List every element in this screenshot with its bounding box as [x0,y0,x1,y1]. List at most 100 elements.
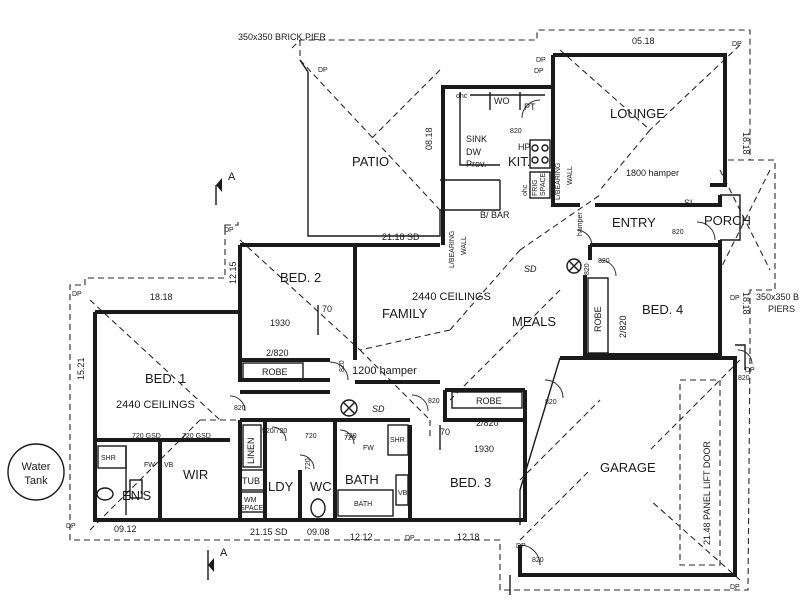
tub-label: TUB [242,476,260,486]
ohc2-label: ohc [522,184,529,196]
sd-mark-2: SD [372,404,385,414]
door-820-h: 820 [738,375,750,382]
dim-bottom-4: 12.12 [350,532,373,542]
door-820-b: 820 [672,229,684,236]
ceilings-family: 2440 CEILINGS [412,291,491,303]
room-garage: GARAGE [600,460,656,475]
dp-9: DP [745,367,755,374]
patio-slab [299,59,501,237]
dp-12: DP [534,68,544,75]
robe-bed3-size: 2/820 [476,418,499,428]
dimensions: 05.18 18.18 08.18 21.18 SD 12.15 18.18 1… [76,36,751,542]
dp-7: DP [405,535,415,542]
door-820-f: 820 [428,398,440,405]
robe-bed2: ROBE [262,367,288,377]
room-wir: WIR [183,467,208,482]
section-a-top: A [228,171,236,183]
dp-1: DP [318,67,328,74]
door-820-j: 820 [584,263,591,275]
water-tank: Water Tank [7,443,65,501]
door-720-c: 720 [305,458,312,470]
door-820-g: 820 [545,399,557,406]
bed3-width: 1930 [474,444,494,454]
fw-ens: FW [144,462,155,469]
room-family: FAMILY [382,306,428,321]
prov-label: Prov. [466,159,486,169]
dp-10: DP [730,584,740,591]
door-720-b: 720 [305,433,317,440]
bath-small: BATH [354,501,372,508]
room-labels: PATIO LOUNGE KIT. ENTRY PORCH BED. 2 FAM… [122,106,751,503]
dim-right-mid: 18.18 [741,292,751,315]
dw-label: DW [466,147,481,157]
downpipes: DP DP DP DP DP DP DP DP DP DP DP DP [66,41,755,591]
room-bed4: BED. 4 [642,302,683,317]
bed2-width: 1930 [270,318,290,328]
dp-11: DP [516,543,526,550]
dim-bed1-top: 18.18 [150,292,173,302]
shr-bath: SHR [390,437,405,444]
dim-bottom-1: 09.12 [114,524,137,534]
hamper-bed1: 1200 hamper [352,365,417,377]
hamper-lounge: 1800 hamper [626,168,679,178]
room-patio: PATIO [352,154,389,169]
room-meals: MEALS [512,314,556,329]
door-820-d: 820 [339,360,346,372]
door-820-i: 820 [532,557,544,564]
brick-pier-label: 350x350 BRICK PIER [238,32,327,42]
water-tank-label-1: Water [22,461,51,473]
robe-bed4-size: 2/820 [618,315,628,338]
fridge-label: FRIG [532,179,539,196]
linen-label: LINEN [246,437,256,464]
bearing-wall-1: L/BEARING [555,163,562,200]
fridge-space-label: SPACE [540,172,547,196]
robe-bed2-size: 2/820 [266,348,289,358]
room-bed1: BED. 1 [145,371,186,386]
door-720-a: 720 [345,433,357,440]
dim-top-right: 05.18 [632,36,655,46]
room-wc: WC [310,479,332,494]
bearing-wall-2: L/BEARING [449,231,456,268]
door-720-d: 720 [344,435,356,442]
dim-bottom-2: 21.15 SD [250,527,288,537]
brick-piers-right: 350x350 B [756,292,799,302]
bearing-wall-1b: WALL [567,166,574,185]
dim-bed1-left: 15.21 [76,357,86,380]
ohc1-label: ohc [456,93,468,100]
garage-door-label: 21.48 PANEL LIFT DOOR [702,441,712,545]
dim-right-upper: 18.18 [741,132,751,155]
dp-5: DP [72,291,82,298]
dim-left-mid: 12.15 [228,261,238,284]
robe-bed3: ROBE [476,396,502,406]
room-porch: PORCH [704,213,751,228]
sd-mark-1: SD [524,264,537,274]
hamper-vert: hamper [577,212,584,236]
robe-bed4: ROBE [593,306,603,332]
bearing-wall-2b: WALL [461,236,468,255]
dp-8: DP [730,295,740,302]
shr-ens: SHR [101,455,116,462]
room-kitchen: KIT. [508,154,530,169]
dp-3: DP [732,41,742,48]
bbar-label: B/ BAR [480,210,510,220]
section-a-bottom: A [220,547,228,559]
room-lounge: LOUNGE [610,106,665,121]
room-entry: ENTRY [612,215,656,230]
door-820-e: 820 [234,405,246,412]
roof-outline [69,29,776,591]
dim-kitchen-side: 08.18 [424,127,434,150]
dim-patio-bottom: 21.18 SD [382,232,420,242]
dp-2: DP [536,57,546,64]
door-swings [229,99,753,566]
sink-label: SINK [466,134,487,144]
door-820-c: 820 [598,258,610,265]
vb-bath: VB [398,490,408,497]
room-bed2: BED. 2 [280,270,321,285]
wm-space-label: SPACE [240,505,264,512]
wm-label: WM [244,497,257,504]
sd-marks: SD SD [340,258,582,417]
fixtures [96,92,721,566]
wo-label: WO [494,96,510,106]
bed3-height: 70 [440,427,450,437]
bed2-height: 70 [322,304,332,314]
